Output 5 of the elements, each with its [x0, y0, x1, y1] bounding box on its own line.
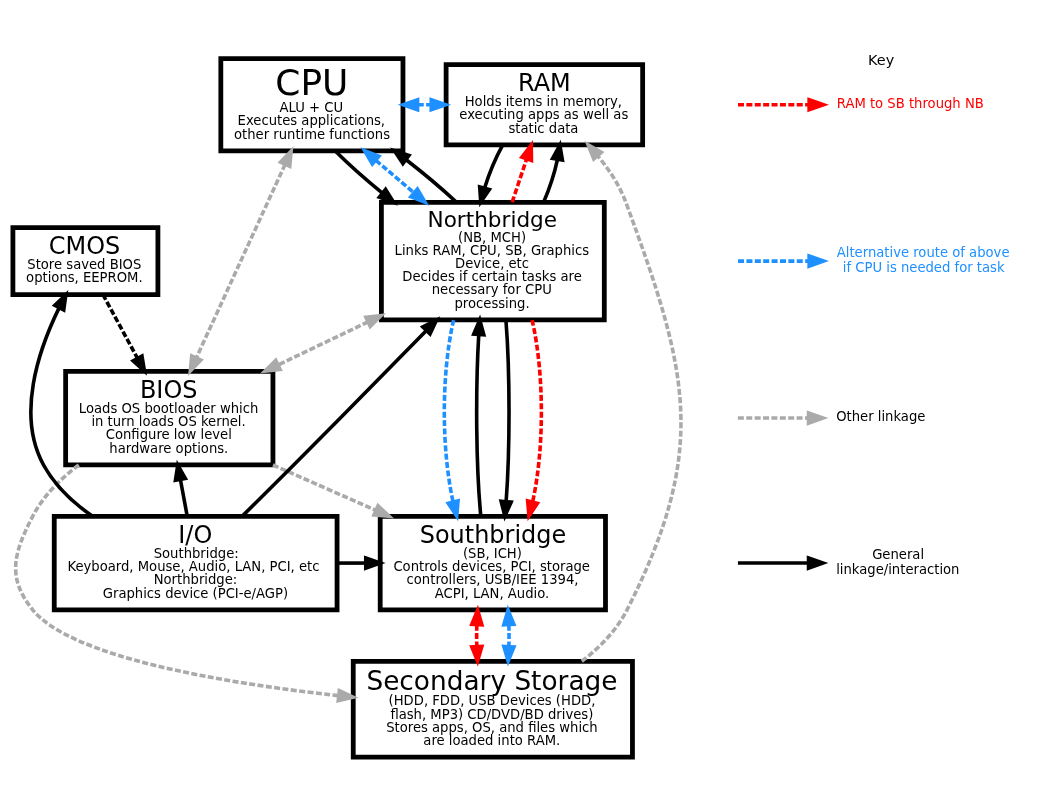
legend-label: General linkage/interaction	[836, 547, 960, 577]
legend-label: Alternative route of above if CPU is needed for task	[836, 245, 1010, 275]
legend-label: RAM to SB through NB	[836, 96, 984, 112]
label: Key	[868, 51, 895, 68]
legend-label: Other linkage	[836, 409, 926, 425]
